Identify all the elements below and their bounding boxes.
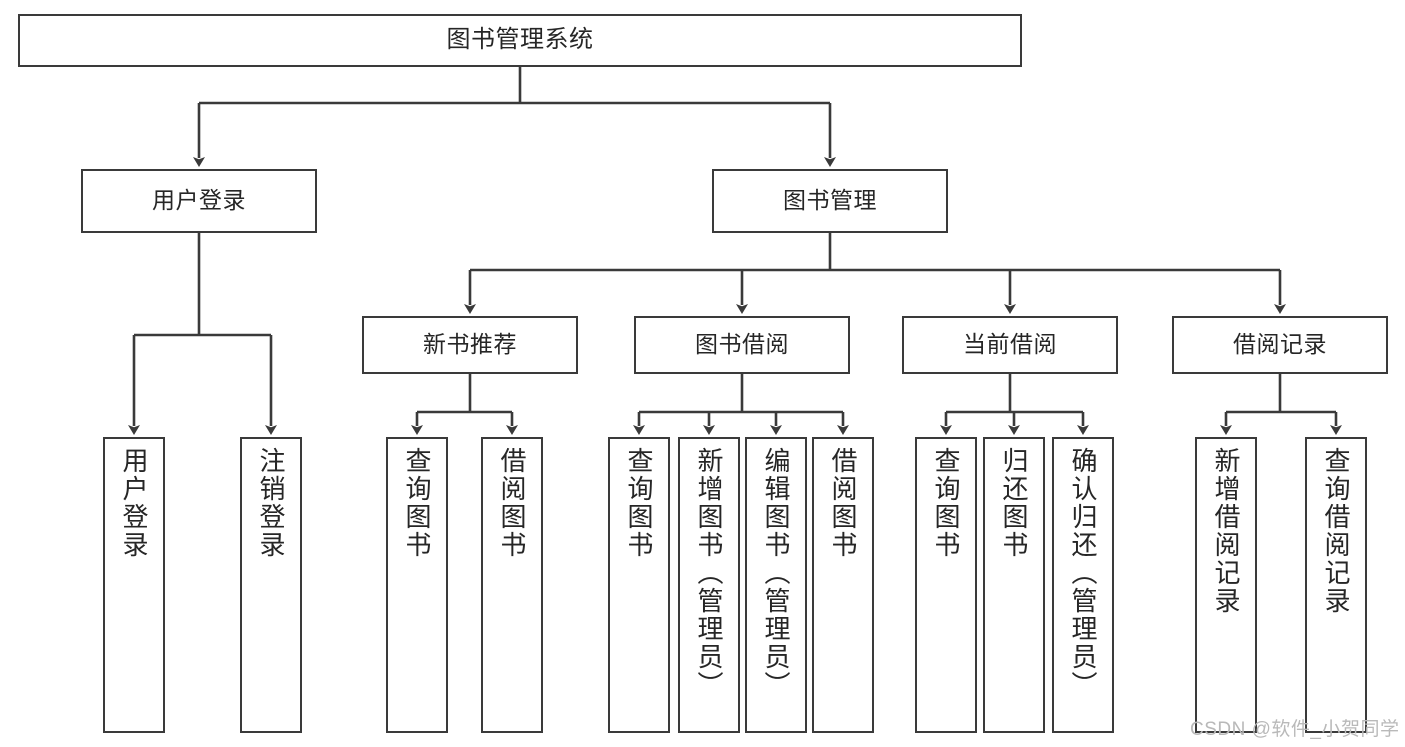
node-borrow-record[interactable]: 借阅记录 <box>1172 316 1388 374</box>
node-label: 借阅图书 <box>497 447 527 559</box>
node-label: 查询借阅记录 <box>1321 447 1351 615</box>
node-user-login[interactable]: 用户登录 <box>81 169 317 233</box>
node-label: 查询图书 <box>931 447 961 559</box>
node-leaf-query-book-1[interactable]: 查询图书 <box>386 437 448 733</box>
node-label: 归还图书 <box>999 447 1029 559</box>
node-label: 确认归还（管理员） <box>1068 447 1098 699</box>
node-book-manage[interactable]: 图书管理 <box>712 169 948 233</box>
node-label: 用户登录 <box>152 187 246 214</box>
node-leaf-logout[interactable]: 注销登录 <box>240 437 302 733</box>
node-leaf-borrow-book-2[interactable]: 借阅图书 <box>812 437 874 733</box>
node-leaf-add-record[interactable]: 新增借阅记录 <box>1195 437 1257 733</box>
node-label: 图书管理系统 <box>446 26 594 54</box>
node-label: 图书管理 <box>783 187 877 214</box>
csdn-watermark: CSDN @软件_小贺同学 <box>1190 719 1400 740</box>
node-leaf-query-book-2[interactable]: 查询图书 <box>608 437 670 733</box>
node-current-borrow[interactable]: 当前借阅 <box>902 316 1118 374</box>
node-new-book-recommend[interactable]: 新书推荐 <box>362 316 578 374</box>
node-leaf-add-book[interactable]: 新增图书（管理员） <box>678 437 740 733</box>
node-label: 新增借阅记录 <box>1211 447 1241 615</box>
node-leaf-edit-book[interactable]: 编辑图书（管理员） <box>745 437 807 733</box>
node-label: 查询图书 <box>402 447 432 559</box>
node-book-borrow[interactable]: 图书借阅 <box>634 316 850 374</box>
node-label: 图书借阅 <box>695 331 789 358</box>
node-label: 用户登录 <box>119 447 149 559</box>
node-label: 当前借阅 <box>963 331 1057 358</box>
node-label: 新书推荐 <box>423 331 517 358</box>
node-leaf-query-record[interactable]: 查询借阅记录 <box>1305 437 1367 733</box>
node-label: 注销登录 <box>256 447 286 559</box>
node-label: 借阅图书 <box>828 447 858 559</box>
node-leaf-return-book[interactable]: 归还图书 <box>983 437 1045 733</box>
node-label: 借阅记录 <box>1233 331 1327 358</box>
node-leaf-user-login[interactable]: 用户登录 <box>103 437 165 733</box>
node-label: 新增图书（管理员） <box>694 447 724 699</box>
node-leaf-query-book-3[interactable]: 查询图书 <box>915 437 977 733</box>
node-root[interactable]: 图书管理系统 <box>18 14 1022 67</box>
node-label: 编辑图书（管理员） <box>761 447 791 699</box>
node-leaf-confirm-return[interactable]: 确认归还（管理员） <box>1052 437 1114 733</box>
node-label: 查询图书 <box>624 447 654 559</box>
node-leaf-borrow-book-1[interactable]: 借阅图书 <box>481 437 543 733</box>
